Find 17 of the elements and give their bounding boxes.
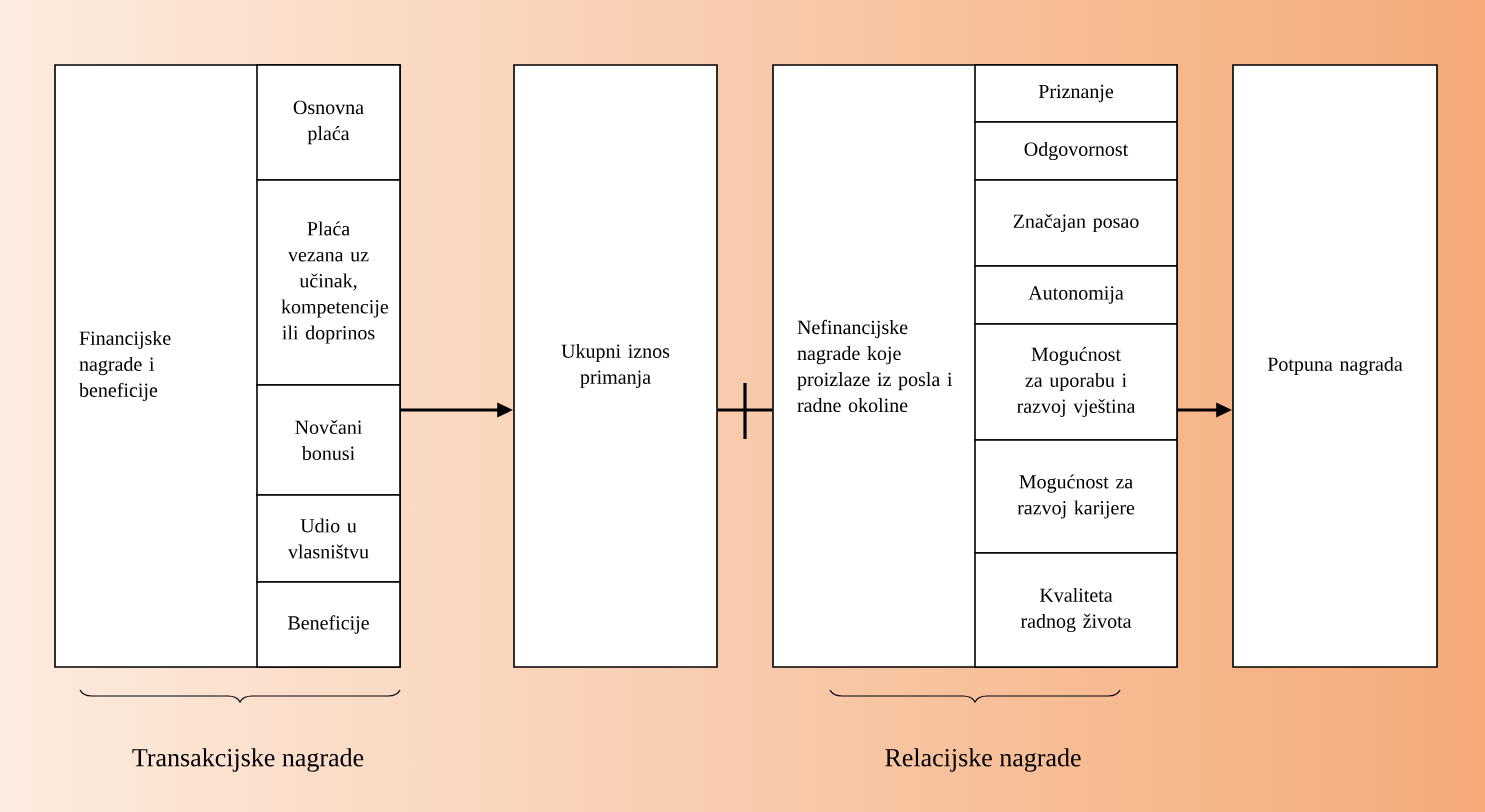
reward-cell: Priznanje: [974, 64, 1178, 123]
reward-cell: Plaća vezana uz učinak, kompetencije ili doprinos: [256, 179, 401, 386]
reward-cell: Odgovornost: [974, 121, 1178, 181]
reward-cell: Mogućnost za uporabu i razvoj vještina: [974, 323, 1178, 441]
group-label: Relacijske nagrade: [885, 748, 1081, 772]
reward-cell: Udio u vlasništvu: [256, 494, 401, 583]
reward-cell: Beneficije: [256, 581, 401, 668]
group-label: Transakcijske nagrade: [132, 748, 364, 772]
reward-cell: Osnovna plaća: [256, 64, 401, 181]
reward-cell: Kvaliteta radnog života: [974, 552, 1178, 668]
reward-cell: Mogućnost za razvoj karijere: [974, 439, 1178, 554]
reward-cell: Značajan posao: [974, 179, 1178, 267]
process-box: Ukupni iznos primanja: [513, 64, 718, 668]
connector-line: [717, 408, 773, 412]
process-box: Potpuna nagrada: [1232, 64, 1438, 668]
reward-cell: Novčani bonusi: [256, 384, 401, 496]
reward-cell: Autonomija: [974, 265, 1178, 325]
